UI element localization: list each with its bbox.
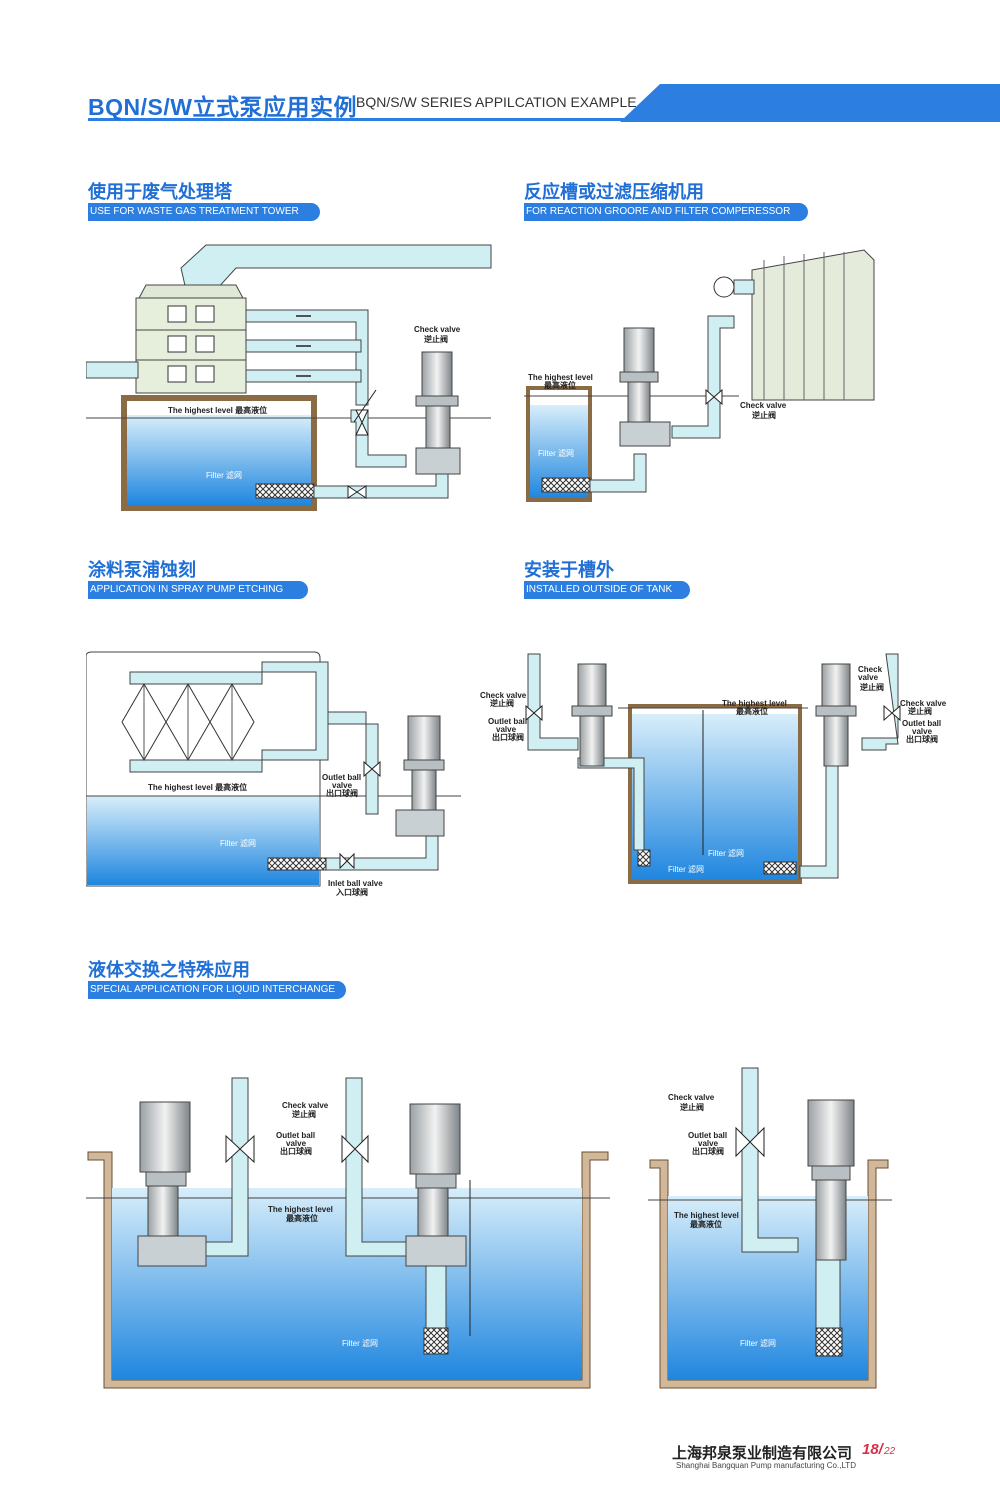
label-check-4r: Check bbox=[858, 665, 883, 674]
label-filter-4: Filter 滤网 bbox=[708, 848, 744, 858]
label-check-valve-cn-2: 逆止阀 bbox=[752, 410, 776, 420]
section-subtitle-interchange: SPECIAL APPLICATION FOR LIQUID INTERCHAN… bbox=[88, 981, 346, 999]
label-outlet-cn: 出口球阀 bbox=[326, 788, 358, 798]
label-highest-level-3: The highest level 最高液位 bbox=[148, 782, 247, 792]
section-title-interchange: 液体交换之特殊应用 bbox=[88, 960, 250, 980]
label-outlet-valve-4: valve bbox=[496, 725, 517, 734]
label-check-valve-4r2: Check valve bbox=[900, 699, 947, 708]
label-filter-6: Filter 滤网 bbox=[740, 1338, 776, 1348]
section-title-waste-gas: 使用于废气处理塔 bbox=[88, 182, 232, 202]
label-outlet-valve: valve bbox=[332, 781, 353, 790]
label-valve-4r: valve bbox=[858, 673, 879, 682]
label-outlet-cn-5: 出口球阀 bbox=[280, 1146, 312, 1156]
label-check-valve-cn-4: 逆止阀 bbox=[490, 698, 514, 708]
footer-company-en: Shanghai Bangquan Pump manufacturing Co.… bbox=[676, 1461, 856, 1470]
label-outlet-ball-4r: Outlet ball bbox=[902, 719, 941, 728]
label-highest-level-cn-6: 最高液位 bbox=[690, 1219, 722, 1229]
section-subtitle-waste-gas: USE FOR WASTE GAS TREATMENT TOWER bbox=[88, 203, 320, 221]
label-highest-level-cn-2: 最高液位 bbox=[544, 380, 576, 390]
diagram-outside-tank: The highest level 最高液位 Filter 滤网 Filter … bbox=[480, 653, 947, 884]
check-valve-symbol bbox=[355, 409, 369, 436]
page-subtitle: BQN/S/W SERIES APPILCATION EXAMPLE bbox=[356, 94, 637, 110]
label-highest-level-4: The highest level bbox=[722, 699, 787, 708]
label-check-valve-cn-5: 逆止阀 bbox=[292, 1109, 316, 1119]
label-outlet-ball-4: Outlet ball bbox=[488, 717, 527, 726]
label-inlet-cn: 入口球阀 bbox=[335, 887, 368, 897]
label-check-valve-2: Check valve bbox=[740, 401, 787, 410]
footer-page-total: 22 bbox=[884, 1446, 896, 1457]
section-subtitle-spray: APPLICATION IN SPRAY PUMP ETCHING bbox=[88, 581, 308, 599]
section-title-reaction: 反应槽或过滤压缩机用 bbox=[524, 182, 704, 202]
section-subtitle-reaction: FOR REACTION GROORE AND FILTER COMPERESS… bbox=[524, 203, 808, 221]
label-highest-level-5: The highest level bbox=[268, 1205, 333, 1214]
label-check-valve-cn: 逆止阀 bbox=[424, 334, 448, 344]
page-title: BQN/S/W立式泵应用实例 bbox=[88, 94, 357, 120]
label-outlet-ball: Outlet ball bbox=[322, 773, 361, 782]
filter-screen bbox=[255, 483, 315, 499]
tower-body bbox=[135, 297, 247, 394]
label-outlet-cn-4: 出口球阀 bbox=[492, 732, 524, 742]
label-check-valve-cn-6: 逆止阀 bbox=[680, 1102, 704, 1112]
label-check-valve-4: Check valve bbox=[480, 691, 527, 700]
tank bbox=[121, 395, 317, 511]
label-check-cn-4r: 逆止阀 bbox=[860, 682, 884, 692]
section-subtitle-outside-tank: INSTALLED OUTSIDE OF TANK bbox=[524, 581, 690, 599]
filter-compressor bbox=[751, 249, 875, 401]
label-filter-4b: Filter 滤网 bbox=[668, 864, 704, 874]
label-outlet-ball-6: Outlet ball bbox=[688, 1131, 727, 1140]
label-outlet-ball-5: Outlet ball bbox=[276, 1131, 315, 1140]
label-filter-5: Filter 滤网 bbox=[342, 1338, 378, 1348]
label-highest-level-2: The highest level bbox=[528, 373, 593, 382]
label-outlet-cn-6: 出口球阀 bbox=[692, 1146, 724, 1156]
diagram-waste-gas-tower: The highest level 最高液位 Filter 滤网 Check v… bbox=[86, 244, 492, 511]
label-outlet-valve-6: valve bbox=[698, 1139, 719, 1148]
label-highest-level-6: The highest level bbox=[674, 1211, 739, 1220]
section-title-outside-tank: 安装于槽外 bbox=[524, 560, 614, 580]
diagram-spray-etching: The highest level 最高液位 Filter 滤网 Outlet … bbox=[86, 651, 461, 897]
label-check-valve-5: Check valve bbox=[282, 1101, 329, 1110]
label-outlet-valve-4r: valve bbox=[912, 727, 933, 736]
label-check-valve: Check valve bbox=[414, 325, 461, 334]
pressure-gauge bbox=[713, 276, 735, 298]
label-check-valve-6: Check valve bbox=[668, 1093, 715, 1102]
label-filter-2: Filter 滤网 bbox=[538, 448, 574, 458]
diagram-reaction-filter: The highest level 最高液位 Filter 滤网 Check v… bbox=[524, 249, 875, 502]
diagram-interchange-small: The highest level 最高液位 Check valve 逆止阀 O… bbox=[648, 1067, 892, 1389]
diagram-interchange-main: The highest level 最高液位 Check valve 逆止阀 O… bbox=[86, 1077, 610, 1389]
label-inlet-ball-valve: Inlet ball valve bbox=[328, 879, 383, 888]
label-outlet-cn-4r: 出口球阀 bbox=[906, 734, 938, 744]
label-highest-level: The highest level 最高液位 bbox=[168, 405, 267, 415]
header-accent-shape bbox=[620, 84, 1000, 122]
label-filter: Filter 滤网 bbox=[206, 470, 242, 480]
label-outlet-valve-5: valve bbox=[286, 1139, 307, 1148]
label-highest-level-cn-5: 最高液位 bbox=[286, 1213, 318, 1223]
pump-motor bbox=[421, 351, 453, 397]
footer-page-number: 18/ bbox=[862, 1441, 883, 1458]
label-filter-3: Filter 滤网 bbox=[220, 838, 256, 848]
label-highest-level-cn-4: 最高液位 bbox=[736, 706, 768, 716]
label-check-valve-cn-4r2: 逆止阀 bbox=[908, 706, 932, 716]
footer-company-cn: 上海邦泉泵业制造有限公司 bbox=[672, 1445, 853, 1462]
section-title-spray: 涂料泵浦蚀刻 bbox=[88, 560, 196, 580]
header-underline bbox=[88, 118, 656, 121]
